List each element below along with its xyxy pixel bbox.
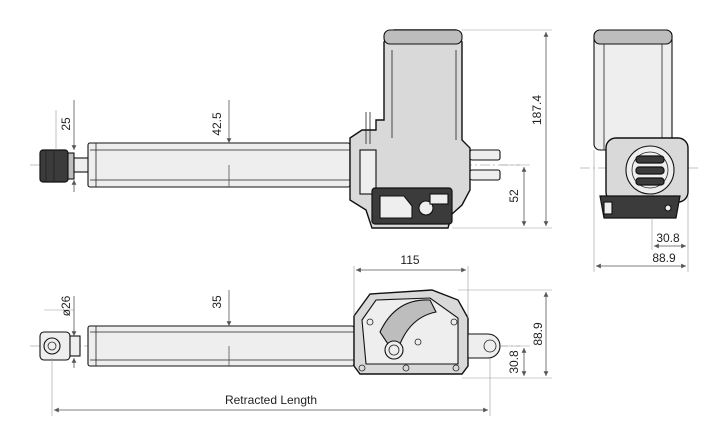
dim-30-8-side: 30.8 [651, 196, 689, 250]
dim-25: 25 [55, 100, 77, 192]
side-motor-body [593, 29, 689, 219]
dim-retracted-length: Retracted Length [51, 358, 491, 416]
front-rod-end [39, 149, 75, 183]
top-gear-housing [353, 289, 469, 375]
dim-88-9-side: 88.9 [593, 150, 689, 272]
svg-text:30.8: 30.8 [656, 231, 680, 245]
svg-text:88.9: 88.9 [652, 251, 676, 265]
svg-text:42.5: 42.5 [210, 112, 224, 136]
dim-dia-26: ø26 [44, 295, 77, 368]
top-rod-end-clevis [39, 331, 81, 361]
dim-30-8: 30.8 [500, 345, 530, 376]
front-view: 25 42.5 187.4 52 [30, 29, 552, 229]
dim-88-9: 88.9 [458, 289, 552, 379]
svg-text:30.8: 30.8 [507, 350, 521, 374]
svg-text:88.9: 88.9 [531, 322, 545, 346]
top-rear-eyelet [467, 333, 501, 359]
dim-187-4: 187.4 [452, 29, 552, 229]
svg-text:115: 115 [400, 253, 419, 267]
front-outer-tube [87, 142, 351, 188]
dim-42-5: 42.5 [210, 100, 232, 187]
svg-text:25: 25 [59, 117, 73, 131]
dim-52: 52 [500, 164, 530, 226]
svg-text:187.4: 187.4 [530, 95, 544, 125]
front-gear-housing [349, 29, 471, 229]
top-view: ø26 35 115 88.9 30.8 [30, 253, 552, 416]
svg-text:52: 52 [507, 189, 521, 203]
dim-35: 35 [210, 290, 232, 366]
svg-text:35: 35 [210, 295, 224, 309]
svg-text:Retracted Length: Retracted Length [225, 393, 317, 407]
dim-115: 115 [353, 253, 469, 318]
front-connector-pins [469, 149, 501, 181]
top-outer-tube [87, 325, 355, 367]
svg-text:ø26: ø26 [59, 295, 73, 316]
side-view: 30.8 88.9 [580, 29, 700, 272]
